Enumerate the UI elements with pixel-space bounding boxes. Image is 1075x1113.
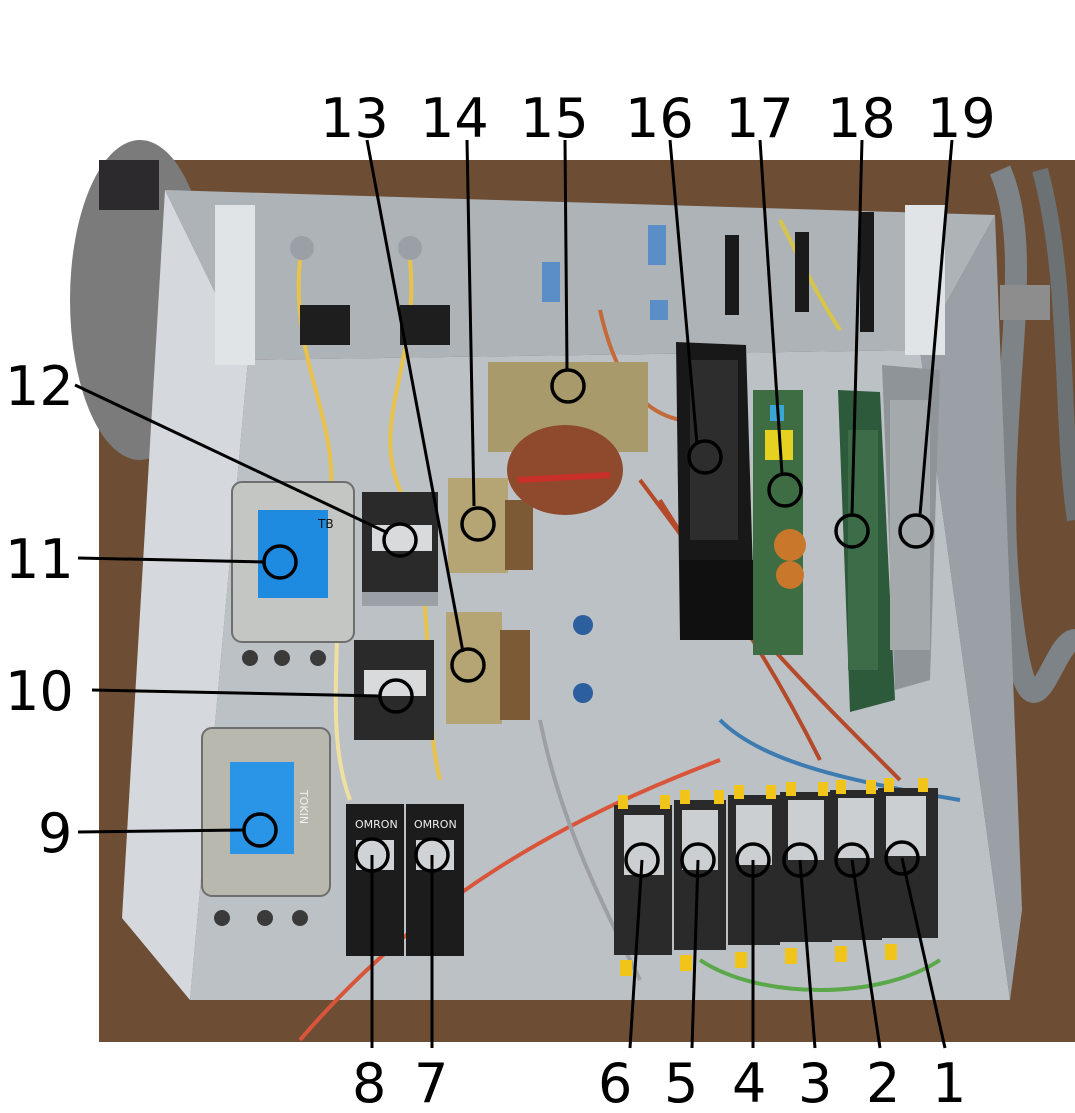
- number-label-3: 3: [798, 1052, 832, 1113]
- number-label-11: 11: [5, 528, 74, 591]
- marker-5: [680, 842, 716, 878]
- marker-13: [450, 647, 486, 683]
- marker-4: [735, 842, 771, 878]
- number-label-5: 5: [664, 1052, 698, 1113]
- number-label-8: 8: [352, 1052, 386, 1113]
- omron-relay-7: OMRON: [406, 804, 464, 956]
- left-rail: [215, 205, 255, 365]
- leader-line-16: [668, 139, 699, 445]
- number-label-14: 14: [420, 87, 489, 150]
- leader-line-13: [365, 139, 465, 653]
- number-label-9: 9: [38, 802, 72, 865]
- chassis-right-wall: [920, 215, 1022, 1000]
- number-label-18: 18: [827, 87, 896, 150]
- photo: TB TOKIN: [70, 140, 1075, 1042]
- number-label-4: 4: [732, 1052, 766, 1113]
- marker-6: [624, 842, 660, 878]
- marker-3: [782, 842, 818, 878]
- number-label-17: 17: [725, 87, 794, 150]
- power-supply: [676, 342, 755, 640]
- leader-line-3: [798, 859, 817, 1049]
- marker-14: [460, 506, 496, 542]
- marker-19: [898, 513, 934, 549]
- marker-12: [382, 522, 418, 558]
- number-label-6: 6: [598, 1052, 632, 1113]
- leader-line-18: [850, 139, 864, 516]
- marker-11: [262, 544, 298, 580]
- chassis-left-wall: [122, 190, 248, 1000]
- leader-line-15: [563, 139, 569, 370]
- line-filter-top: TB: [231, 481, 355, 666]
- gray-cable-2: [1032, 167, 1075, 522]
- line-filter-bottom: TOKIN: [201, 727, 331, 926]
- filter-top-mark: TB: [317, 517, 334, 531]
- leader-line-1: [900, 857, 947, 1049]
- marker-17: [767, 472, 803, 508]
- leader-line-9: [77, 828, 246, 834]
- number-label-19: 19: [927, 87, 996, 150]
- leader-line-11: [77, 556, 266, 564]
- ssr-top: [362, 492, 438, 606]
- number-label-15: 15: [520, 87, 589, 150]
- leader-line-2: [850, 859, 882, 1049]
- leader-line-19: [918, 139, 954, 516]
- marker-2: [834, 842, 870, 878]
- number-label-16: 16: [625, 87, 694, 150]
- leader-line-10: [91, 688, 381, 698]
- marker-1: [884, 840, 920, 876]
- back-connectors: [290, 212, 1050, 345]
- marker-9: [242, 812, 278, 848]
- callout-lines: [74, 139, 954, 1049]
- leader-line-12: [74, 383, 389, 535]
- callout-markers: [242, 368, 934, 878]
- capacitors: [573, 615, 593, 703]
- omron-relay-8-brand: OMRON: [355, 818, 398, 831]
- number-label-10: 10: [5, 660, 74, 723]
- number-label-2: 2: [866, 1052, 900, 1113]
- marker-8: [354, 837, 390, 873]
- omron-relay-8: OMRON: [346, 804, 404, 956]
- omron-relay-7-brand: OMRON: [414, 818, 457, 831]
- small-transformer-upper: [448, 478, 533, 573]
- leader-line-6: [628, 859, 644, 1049]
- right-rail: [905, 205, 945, 355]
- marker-18: [834, 513, 870, 549]
- main-transformer: [488, 362, 648, 515]
- dark-top-left: [99, 160, 159, 210]
- marker-10: [378, 678, 414, 714]
- leader-line-17: [758, 139, 784, 475]
- small-transformer-lower: [446, 612, 530, 724]
- leader-line-14: [465, 139, 476, 507]
- marker-16: [687, 439, 723, 475]
- number-label-1: 1: [932, 1052, 966, 1113]
- number-label-13: 13: [320, 87, 389, 150]
- marker-7: [414, 837, 450, 873]
- callout-numbers: 13 14 15 16 17 18 19 12 11 10 9 8 7 6 5 …: [5, 87, 996, 1113]
- filter-bottom-brand: TOKIN: [297, 789, 310, 824]
- number-label-7: 7: [414, 1052, 448, 1113]
- ssr-bottom: [354, 640, 434, 740]
- leader-line-5: [690, 859, 700, 1049]
- number-label-12: 12: [5, 355, 74, 418]
- marker-15: [550, 368, 586, 404]
